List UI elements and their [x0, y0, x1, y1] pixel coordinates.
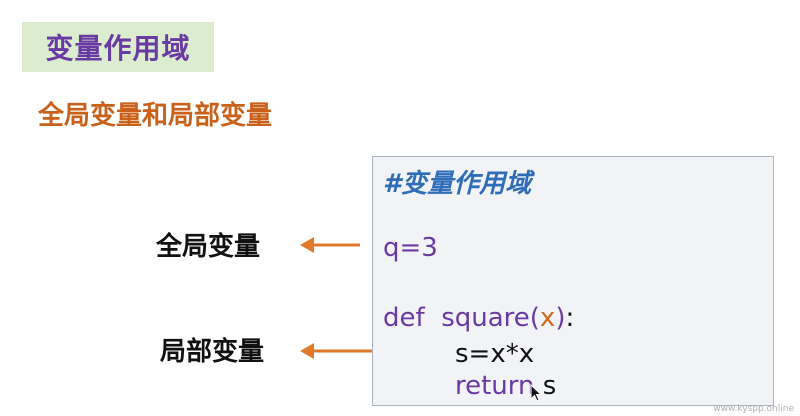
def-keyword: def [383, 303, 425, 333]
function-parameter: x [539, 303, 556, 333]
local-variable-label: 局部变量 [160, 337, 265, 367]
code-comment: #变量作用域 [383, 169, 532, 199]
code-block: #变量作用域 q=3 def square(x): s=x*x return s [372, 156, 774, 406]
close-paren: ) [555, 303, 566, 333]
global-variable-label: 全局变量 [156, 232, 261, 262]
watermark: www.kyspp.online [713, 404, 794, 414]
code-line-global-assignment: q=3 [383, 233, 438, 263]
code-line-function-def: def square(x): [383, 303, 574, 333]
arrow-left-icon [300, 237, 360, 253]
code-line-return: return s [455, 371, 556, 401]
colon: : [565, 303, 575, 333]
return-variable: s [542, 371, 557, 401]
function-name: square [441, 303, 530, 333]
title-box: 变量作用域 [22, 22, 214, 72]
slide-title: 变量作用域 [45, 32, 191, 65]
open-paren: ( [529, 303, 540, 333]
slide-subtitle: 全局变量和局部变量 [38, 101, 273, 131]
return-keyword: return [455, 371, 535, 401]
mouse-cursor-icon [530, 384, 543, 402]
code-line-local-assignment: s=x*x [455, 339, 535, 369]
